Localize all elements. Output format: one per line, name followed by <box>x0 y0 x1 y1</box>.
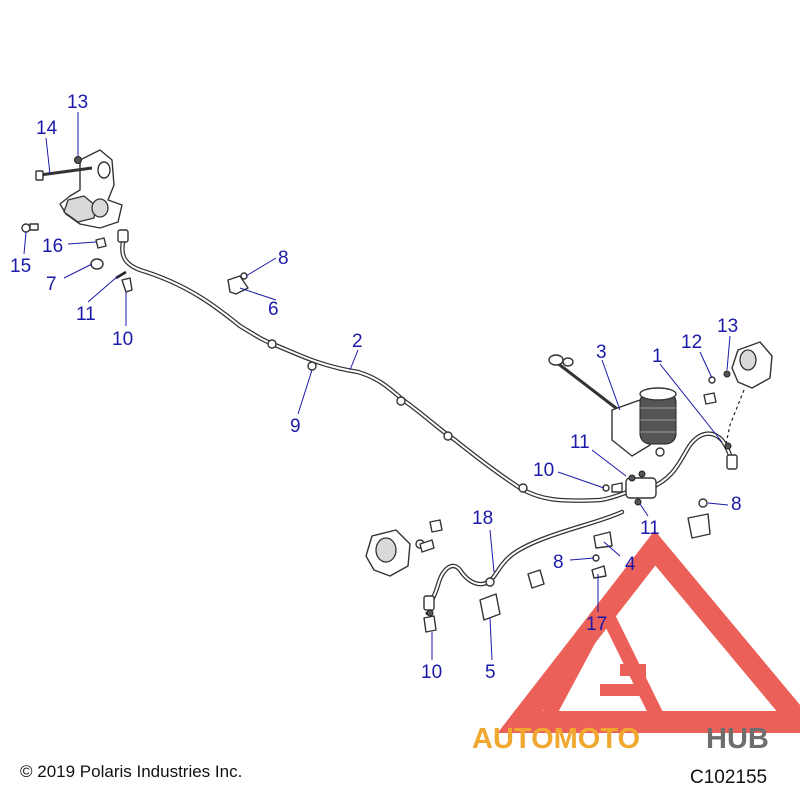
callout-10: 10 <box>112 329 133 350</box>
watermark-text-automoto: AUTOMOTO <box>472 723 640 755</box>
callout-9: 9 <box>290 416 301 437</box>
caliper-right <box>703 341 773 450</box>
caliper-lower-left <box>365 519 443 633</box>
leader-lines <box>23 112 731 661</box>
callout-14: 14 <box>36 118 58 139</box>
callout-3: 3 <box>596 342 607 363</box>
callout-10: 10 <box>421 662 442 683</box>
callout-16: 16 <box>42 236 63 257</box>
callout-15: 15 <box>10 256 31 277</box>
callout-13: 13 <box>717 316 738 337</box>
fittings-upper-left <box>90 237 133 293</box>
callout-1: 1 <box>652 346 663 367</box>
junction-block <box>602 470 657 506</box>
callout-11: 11 <box>570 432 590 453</box>
watermark-text-hub: HUB <box>706 723 769 755</box>
callout-12: 12 <box>681 332 702 353</box>
brake-hose-right <box>647 431 738 491</box>
callout-7: 7 <box>46 274 57 295</box>
callout-8: 8 <box>278 248 289 269</box>
fittings-right <box>687 498 711 539</box>
callout-4: 4 <box>625 554 636 575</box>
callout-5: 5 <box>485 662 496 683</box>
callout-2: 2 <box>352 331 363 352</box>
callout-11: 11 <box>640 518 660 539</box>
callout-8: 8 <box>731 494 742 515</box>
callout-13: 13 <box>67 92 88 113</box>
callout-10: 10 <box>533 460 554 481</box>
callout-11: 11 <box>76 304 96 325</box>
brake-hose-main <box>117 229 643 503</box>
callout-18: 18 <box>472 508 493 529</box>
callout-17: 17 <box>586 614 607 635</box>
caliper-upper-left <box>21 149 123 233</box>
reference-code: C102155 <box>690 767 768 788</box>
callout-6: 6 <box>268 299 279 320</box>
callout-8: 8 <box>553 552 564 573</box>
copyright-notice: © 2019 Polaris Industries Inc. <box>20 762 243 781</box>
watermark-logo <box>497 530 800 733</box>
hose-clamp-6 <box>227 272 249 295</box>
brake-hose-lower <box>423 509 625 611</box>
master-cylinder <box>548 354 677 457</box>
fittings-lower <box>479 531 613 621</box>
